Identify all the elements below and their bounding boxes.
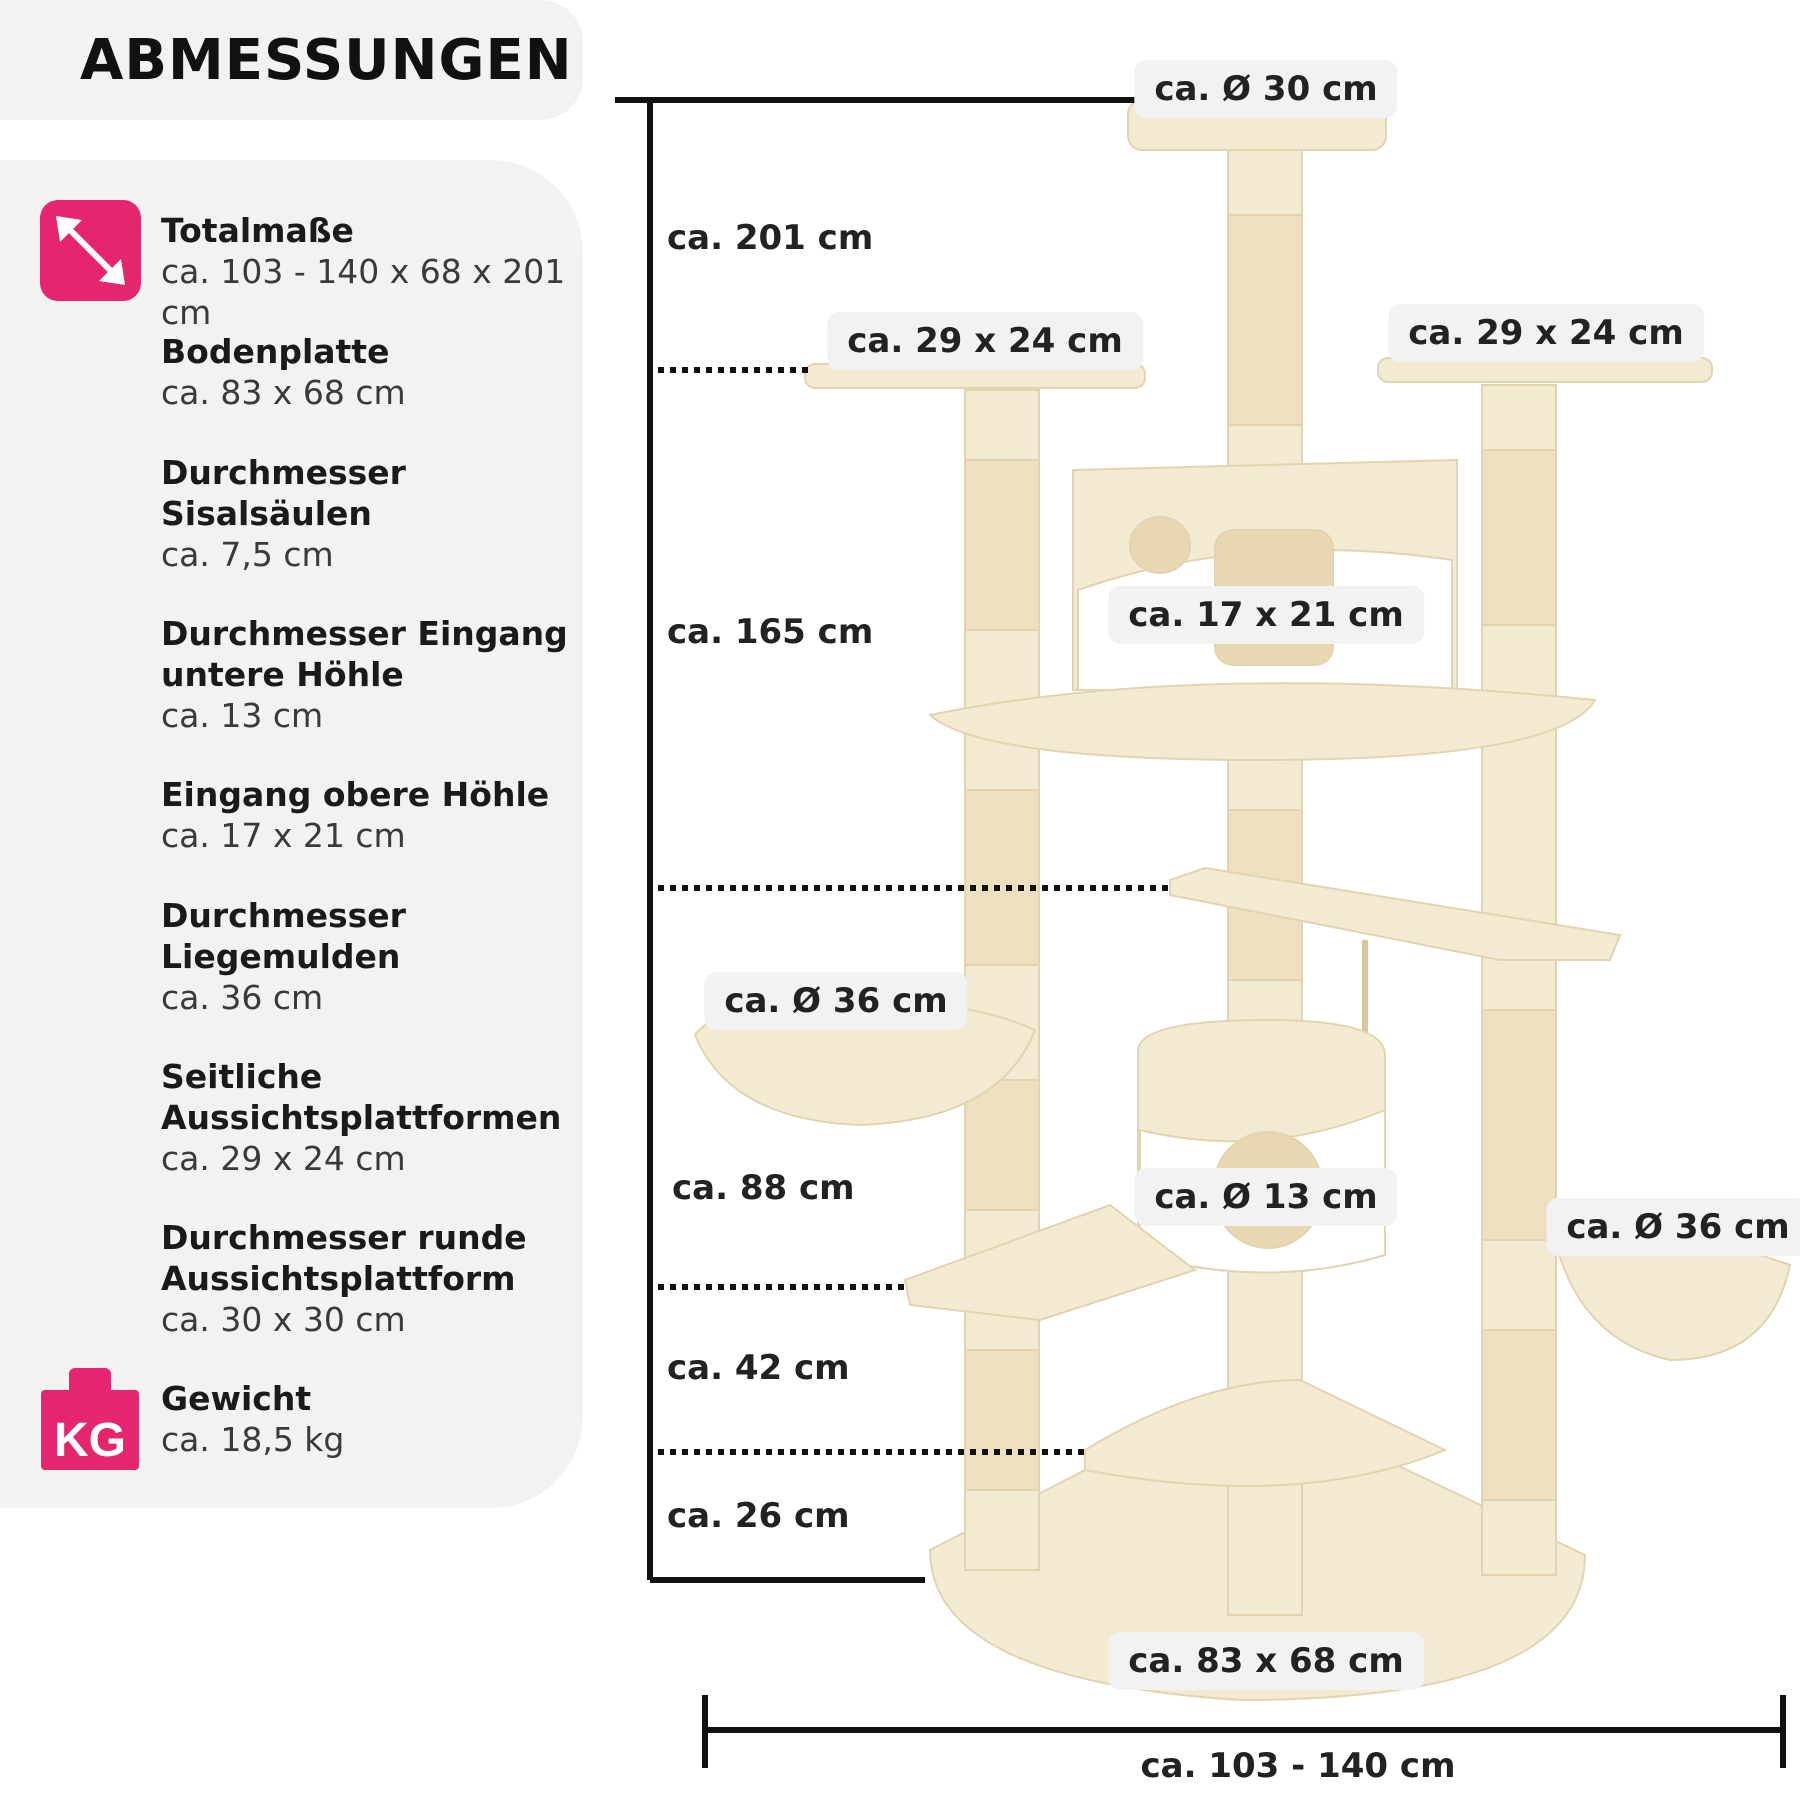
tag-top-platform: ca. Ø 30 cm [1134,60,1398,118]
tag-right-platform: ca. 29 x 24 cm [1388,304,1704,362]
spec-label: Durchmesser Eingang untere Höhle [161,614,568,694]
spec-value: ca. 103 - 140 x 68 x 201 cm [161,252,566,332]
spec-sisal-diameter: Durchmesser Sisalsäulen ca. 7,5 cm [161,452,581,575]
spec-value: ca. 30 x 30 cm [161,1300,406,1339]
spec-value: ca. 17 x 21 cm [161,816,406,855]
tag-upper-cave: ca. 17 x 21 cm [1108,586,1424,644]
spec-beds: Durchmesser Liegemulden ca. 36 cm [161,895,581,1018]
spec-upper-cave: Eingang obere Höhle ca. 17 x 21 cm [161,774,581,856]
height-label-ramp: ca. 88 cm [672,1168,855,1208]
spec-label: Eingang obere Höhle [161,775,550,814]
height-label-side-platforms: ca. 165 cm [667,612,874,652]
height-label-step: ca. 26 cm [667,1496,850,1536]
spec-round-platform: Durchmesser runde Aussichtsplattform ca.… [161,1217,581,1340]
spec-lower-cave: Durchmesser Eingang untere Höhle ca. 13 … [161,613,581,736]
sisal-band [1481,449,1557,626]
height-label-low-ramp: ca. 42 cm [667,1348,850,1388]
spec-side-platforms: Seitliche Aussichtsplattformen ca. 29 x … [161,1056,581,1179]
height-label-total: ca. 201 cm [667,218,874,258]
spec-weight: Gewicht ca. 18,5 kg [161,1378,581,1460]
upper-ramp [1169,866,1622,961]
sisal-band [964,1079,1040,1211]
spec-total: Totalmaße ca. 103 - 140 x 68 x 201 cm [161,210,581,333]
spec-value: ca. 29 x 24 cm [161,1139,406,1178]
spec-label: Totalmaße [161,211,354,250]
spec-label: Durchmesser Liegemulden [161,896,406,976]
upper-cave-side-hole [1129,516,1191,574]
spec-label: Seitliche Aussichtsplattformen [161,1057,562,1137]
middle-shelf [927,682,1597,762]
spec-value: ca. 83 x 68 cm [161,373,406,412]
tag-right-bed: ca. Ø 36 cm [1546,1198,1800,1256]
diagonal-arrow-icon [40,200,141,301]
sisal-band [1481,1329,1557,1501]
width-label: ca. 103 - 140 cm [1140,1746,1456,1786]
sisal-band [1227,214,1303,426]
spec-label: Durchmesser Sisalsäulen [161,453,406,533]
lower-ramp [903,1203,1198,1322]
tag-left-platform: ca. 29 x 24 cm [827,312,1143,370]
title-box: ABMESSUNGEN [0,0,583,120]
spec-label: Gewicht [161,1379,312,1418]
sisal-band [1481,1009,1557,1241]
low-step [1084,1378,1448,1487]
spec-value: ca. 36 cm [161,978,324,1017]
spec-value: ca. 13 cm [161,696,324,735]
tag-lower-cave: ca. Ø 13 cm [1134,1168,1398,1226]
tag-base: ca. 83 x 68 cm [1108,1632,1424,1690]
kg-icon-text: KG [54,1414,126,1467]
spec-value: ca. 18,5 kg [161,1420,345,1459]
spec-base-plate: Bodenplatte ca. 83 x 68 cm [161,331,581,413]
spec-panel [0,160,583,1508]
page-title: ABMESSUNGEN [80,28,573,93]
spec-label: Bodenplatte [161,332,390,371]
sisal-band [964,1349,1040,1491]
sisal-band [964,459,1040,631]
spec-label: Durchmesser runde Aussichtsplattform [161,1218,527,1298]
sisal-band [964,789,1040,966]
spec-value: ca. 7,5 cm [161,535,334,574]
weight-kg-icon: KG [41,1368,139,1470]
tag-left-bed: ca. Ø 36 cm [704,972,968,1030]
